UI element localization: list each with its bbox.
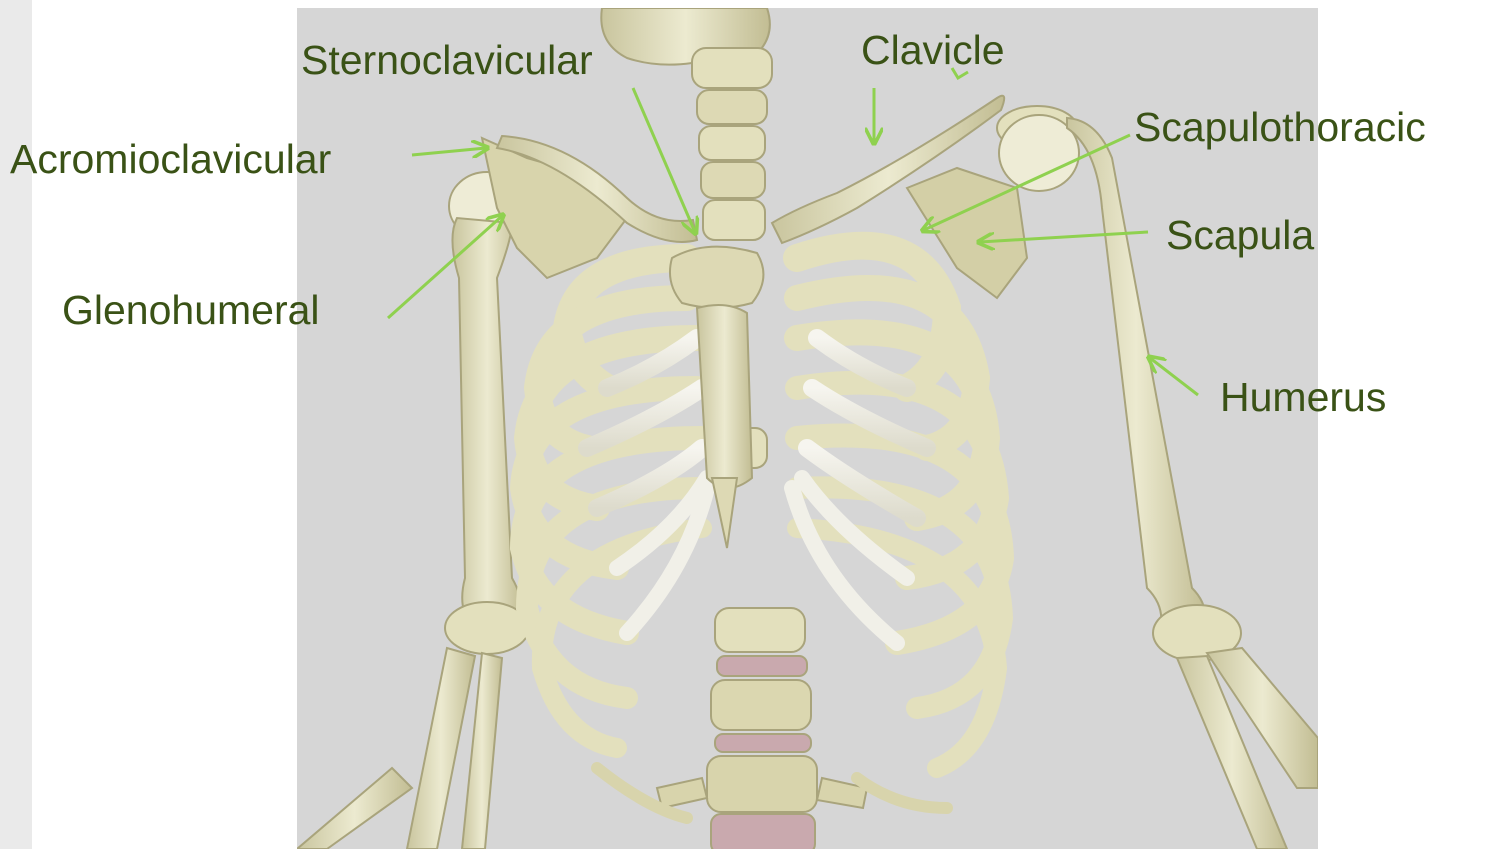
label-acromioclavicular: Acromioclavicular [10,139,331,180]
label-scapulothoracic: Scapulothoracic [1134,107,1426,148]
left-margin-bar [0,0,32,849]
left-arm [297,172,529,849]
label-clavicle: Clavicle [861,30,1005,71]
label-glenohumeral: Glenohumeral [62,290,320,331]
label-scapula: Scapula [1166,215,1314,256]
label-sternoclavicular: Sternoclavicular [301,40,593,81]
rib-cage [522,246,1002,818]
label-humerus: Humerus [1220,377,1386,418]
